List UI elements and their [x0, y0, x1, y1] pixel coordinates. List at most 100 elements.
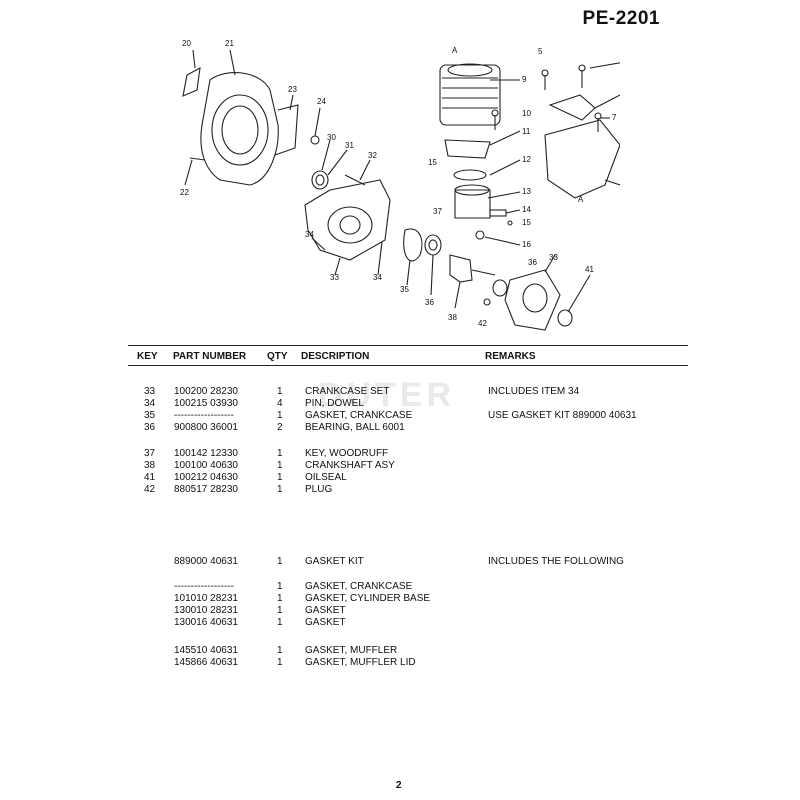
row-remarks: INCLUDES ITEM 34	[488, 386, 580, 397]
row-part-number: 100200 28230	[174, 386, 238, 397]
callout-34-right: 34	[373, 273, 382, 282]
row-part-number: 100212 04630	[174, 472, 238, 483]
row-qty: 1	[277, 645, 283, 656]
callout-5-left: 5	[538, 47, 543, 56]
oilseal-right-drawing	[557, 309, 573, 327]
row-qty: 1	[277, 484, 283, 495]
table-row: 101010 28231 1 GASKET, CYLINDER BASE	[0, 593, 800, 605]
callout-9: 9	[522, 75, 527, 84]
row-qty: 1	[277, 593, 283, 604]
crankshaft-drawing	[449, 254, 473, 283]
row-key: 41	[144, 472, 156, 483]
callout-13: 13	[522, 187, 531, 196]
row-part-number: 130010 28231	[174, 605, 238, 616]
model-number: PE-2201	[582, 8, 660, 29]
row-description: BEARING, BALL 6001	[305, 422, 405, 433]
row-part-number: 889000 40631	[174, 556, 238, 567]
row-qty: 1	[277, 460, 283, 471]
row-qty: 1	[277, 386, 283, 397]
diagram-drawing: 20 21 23 24 22 30 31 32 37 34 33 34 35 3…	[180, 39, 620, 331]
callout-37: 37	[433, 207, 442, 216]
table-row: 38 100100 40630 1 CRANKSHAFT ASY	[0, 460, 800, 472]
cylinder-shroud-drawing	[544, 119, 620, 199]
callout-15-right: 15	[522, 218, 531, 227]
row-qty: 1	[277, 472, 283, 483]
row-key: 37	[144, 448, 156, 459]
row-description: CRANKSHAFT ASY	[305, 460, 395, 471]
row-remarks: INCLUDES THE FOLLOWING	[488, 556, 624, 567]
callout-labels: 20 21 23 24 22 30 31 32 37 34 33 34 35 3…	[180, 39, 617, 328]
row-qty: 1	[277, 581, 283, 592]
piston-drawing	[454, 189, 491, 219]
label-plate-drawing	[182, 67, 201, 97]
row-key: 35	[144, 410, 156, 421]
row-description: GASKET, CYLINDER BASE	[305, 593, 431, 604]
bearing-drawing	[424, 234, 442, 256]
row-description: PIN, DOWEL	[305, 398, 364, 409]
col-header-description: DESCRIPTION	[301, 351, 370, 362]
row-description: CRANKCASE SET	[305, 386, 390, 397]
row-qty: 1	[277, 617, 283, 628]
col-header-qty: QTY	[267, 351, 288, 362]
cylinder-drawing	[439, 64, 501, 126]
row-part-number: 880517 28230	[174, 484, 238, 495]
crankcase-half-drawing	[504, 269, 561, 331]
cylinder-gasket-drawing	[444, 139, 491, 159]
callout-33-right: 33	[549, 253, 558, 262]
row-qty: 1	[277, 657, 283, 668]
row-part-number: ------------------	[174, 581, 234, 592]
table-row: 41 100212 04630 1 OILSEAL	[0, 472, 800, 484]
row-description: OILSEAL	[305, 472, 347, 483]
callout-34-left: 34	[305, 230, 314, 239]
row-description: GASKET, MUFFLER	[305, 645, 398, 656]
table-row: 145510 40631 1 GASKET, MUFFLER	[0, 645, 800, 657]
row-key: 38	[144, 460, 156, 471]
callout-15-top: 15	[428, 158, 437, 167]
row-qty: 2	[277, 422, 283, 433]
row-qty: 1	[277, 448, 283, 459]
table-row: 42 880517 28230 1 PLUG	[0, 484, 800, 496]
row-part-number: 130016 40631	[174, 617, 238, 628]
exploded-parts-diagram: 20 21 23 24 22 30 31 32 37 34 33 34 35 3…	[150, 30, 620, 340]
row-qty: 4	[277, 398, 283, 409]
row-key: 36	[144, 422, 156, 433]
row-part-number: 145866 40631	[174, 657, 238, 668]
callout-14: 14	[522, 205, 531, 214]
callout-36-left: 36	[425, 298, 434, 307]
callout-16: 16	[522, 240, 531, 249]
row-part-number: 145510 40631	[174, 645, 238, 656]
row-part-number: 900800 36001	[174, 422, 238, 433]
row-part-number: 100142 12330	[174, 448, 238, 459]
piston-ring-drawing	[453, 169, 487, 181]
row-part-number: 100215 03930	[174, 398, 238, 409]
page-number: 2	[396, 780, 402, 791]
row-part-number: 101010 28231	[174, 593, 238, 604]
callout-12: 12	[522, 155, 531, 164]
callout-20: 20	[182, 39, 191, 48]
callout-41: 41	[585, 265, 594, 274]
table-row: 130010 28231 1 GASKET	[0, 605, 800, 617]
row-key: 33	[144, 386, 156, 397]
table-header-rule	[128, 365, 688, 366]
callout-23: 23	[288, 85, 297, 94]
row-key: 42	[144, 484, 156, 495]
table-row: 145866 40631 1 GASKET, MUFFLER LID	[0, 657, 800, 669]
row-description: PLUG	[305, 484, 333, 495]
callout-a-top: A	[452, 46, 458, 55]
row-part-number: ------------------	[174, 410, 234, 421]
callout-30: 30	[327, 133, 336, 142]
callout-22: 22	[180, 188, 189, 197]
table-row: 34 100215 03930 4 PIN, DOWEL	[0, 398, 800, 410]
col-header-part-number: PART NUMBER	[173, 351, 247, 362]
row-description: GASKET KIT	[305, 556, 364, 567]
row-qty: 1	[277, 605, 283, 616]
piston-pin-drawing	[489, 209, 507, 217]
row-description: GASKET, MUFFLER LID	[305, 657, 416, 668]
callout-36-right: 36	[528, 258, 537, 267]
row-part-number: 100100 40630	[174, 460, 238, 471]
col-header-remarks: REMARKS	[485, 351, 536, 362]
callout-35: 35	[400, 285, 409, 294]
table-row: 35 ------------------ 1 GASKET, CRANKCAS…	[0, 410, 800, 422]
callout-32: 32	[368, 151, 377, 160]
row-description: KEY, WOODRUFF	[305, 448, 389, 459]
